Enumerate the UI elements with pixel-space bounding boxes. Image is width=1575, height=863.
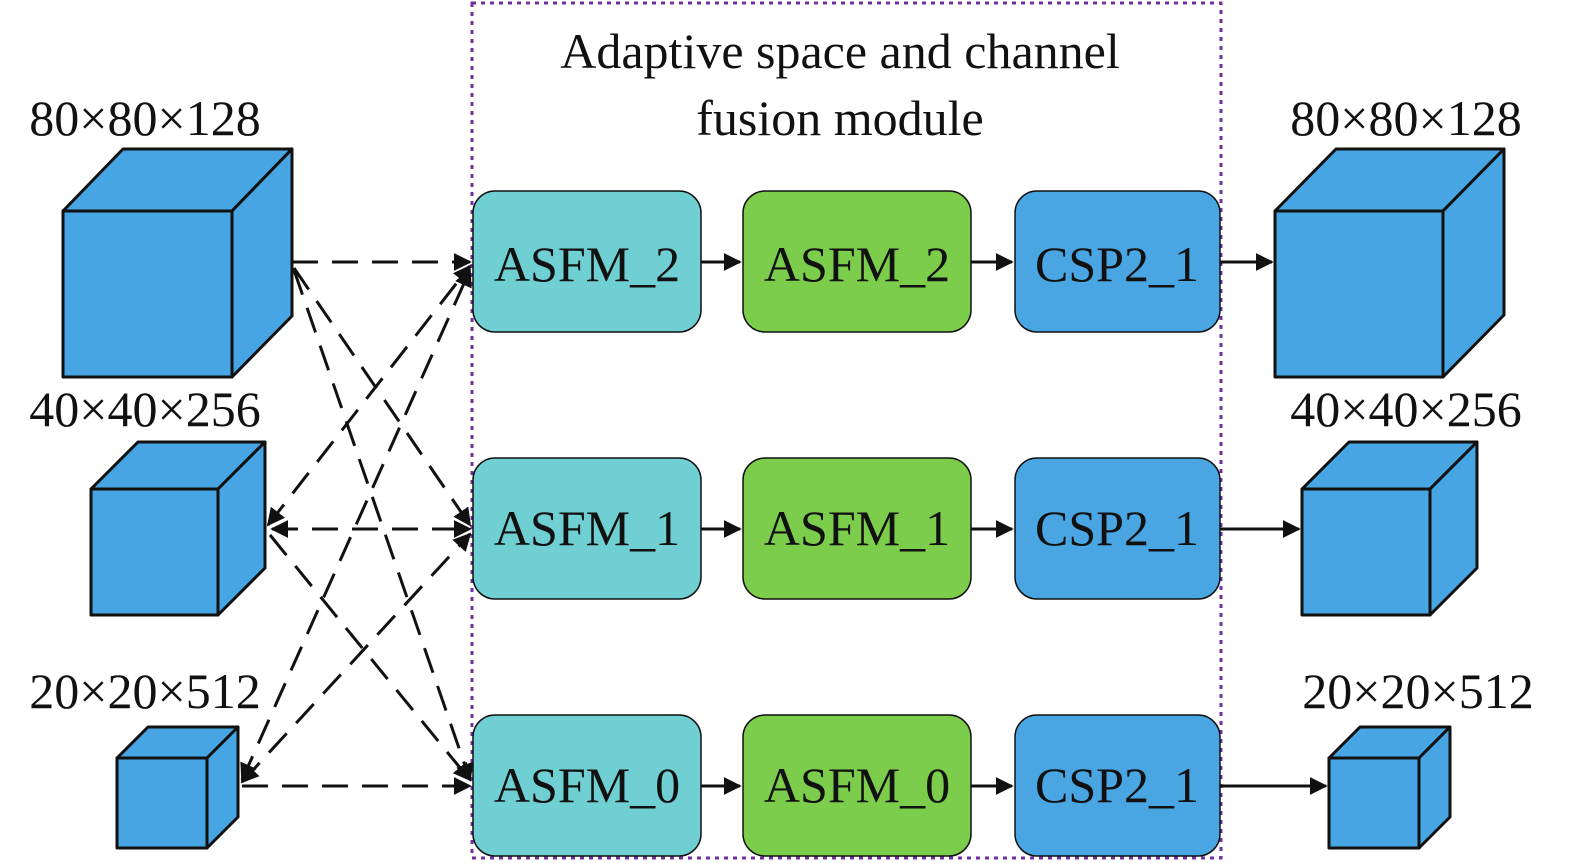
block-asfm-b-row0-label: ASFM_2 bbox=[764, 236, 950, 292]
block-asfm-a-row1-label: ASFM_1 bbox=[494, 500, 680, 556]
row-0: ASFM_0 ASFM_0 CSP2_1 bbox=[472, 714, 1221, 857]
fusion-connections bbox=[240, 253, 474, 795]
output-label-1: 40×40×256 bbox=[1290, 381, 1521, 437]
conn-80-to-asfm0 bbox=[292, 269, 474, 782]
output-cube-20x20 bbox=[1327, 725, 1452, 850]
row-2: ASFM_2 ASFM_2 CSP2_1 bbox=[472, 190, 1221, 333]
block-asfm-b-row2-label: ASFM_0 bbox=[764, 757, 950, 813]
input-cube-40x40 bbox=[89, 440, 267, 617]
block-csp-row2-label: CSP2_1 bbox=[1035, 757, 1199, 813]
conn-40-to-asfm2 bbox=[266, 264, 472, 527]
input-label-1: 40×40×256 bbox=[29, 381, 260, 437]
block-csp-row0-label: CSP2_1 bbox=[1035, 236, 1199, 292]
block-csp-row1-label: CSP2_1 bbox=[1035, 500, 1199, 556]
block-asfm-a-row0-label: ASFM_2 bbox=[494, 236, 680, 292]
input-cube-80x80 bbox=[61, 147, 294, 379]
conn-40-down-to-asfm0 bbox=[268, 534, 472, 782]
input-label-0: 80×80×128 bbox=[29, 90, 260, 146]
output-label-2: 20×20×512 bbox=[1302, 663, 1533, 719]
module-title-line2: fusion module bbox=[696, 90, 983, 146]
module-title-line1: Adaptive space and channel bbox=[560, 23, 1119, 79]
pipeline-arrows bbox=[701, 253, 1328, 795]
block-asfm-a-row2-label: ASFM_0 bbox=[494, 757, 680, 813]
input-label-2: 20×20×512 bbox=[29, 663, 260, 719]
conn-80-to-asfm1 bbox=[292, 267, 472, 527]
row-1: ASFM_1 ASFM_1 CSP2_1 bbox=[472, 457, 1221, 600]
conn-20-to-asfm2 bbox=[240, 268, 472, 782]
conn-20-to-asfm1 bbox=[240, 532, 472, 784]
block-asfm-b-row1-label: ASFM_1 bbox=[764, 500, 950, 556]
output-label-0: 80×80×128 bbox=[1290, 90, 1521, 146]
output-cube-80x80 bbox=[1273, 147, 1506, 379]
output-cube-40x40 bbox=[1300, 440, 1479, 617]
input-cube-20x20 bbox=[115, 725, 240, 850]
